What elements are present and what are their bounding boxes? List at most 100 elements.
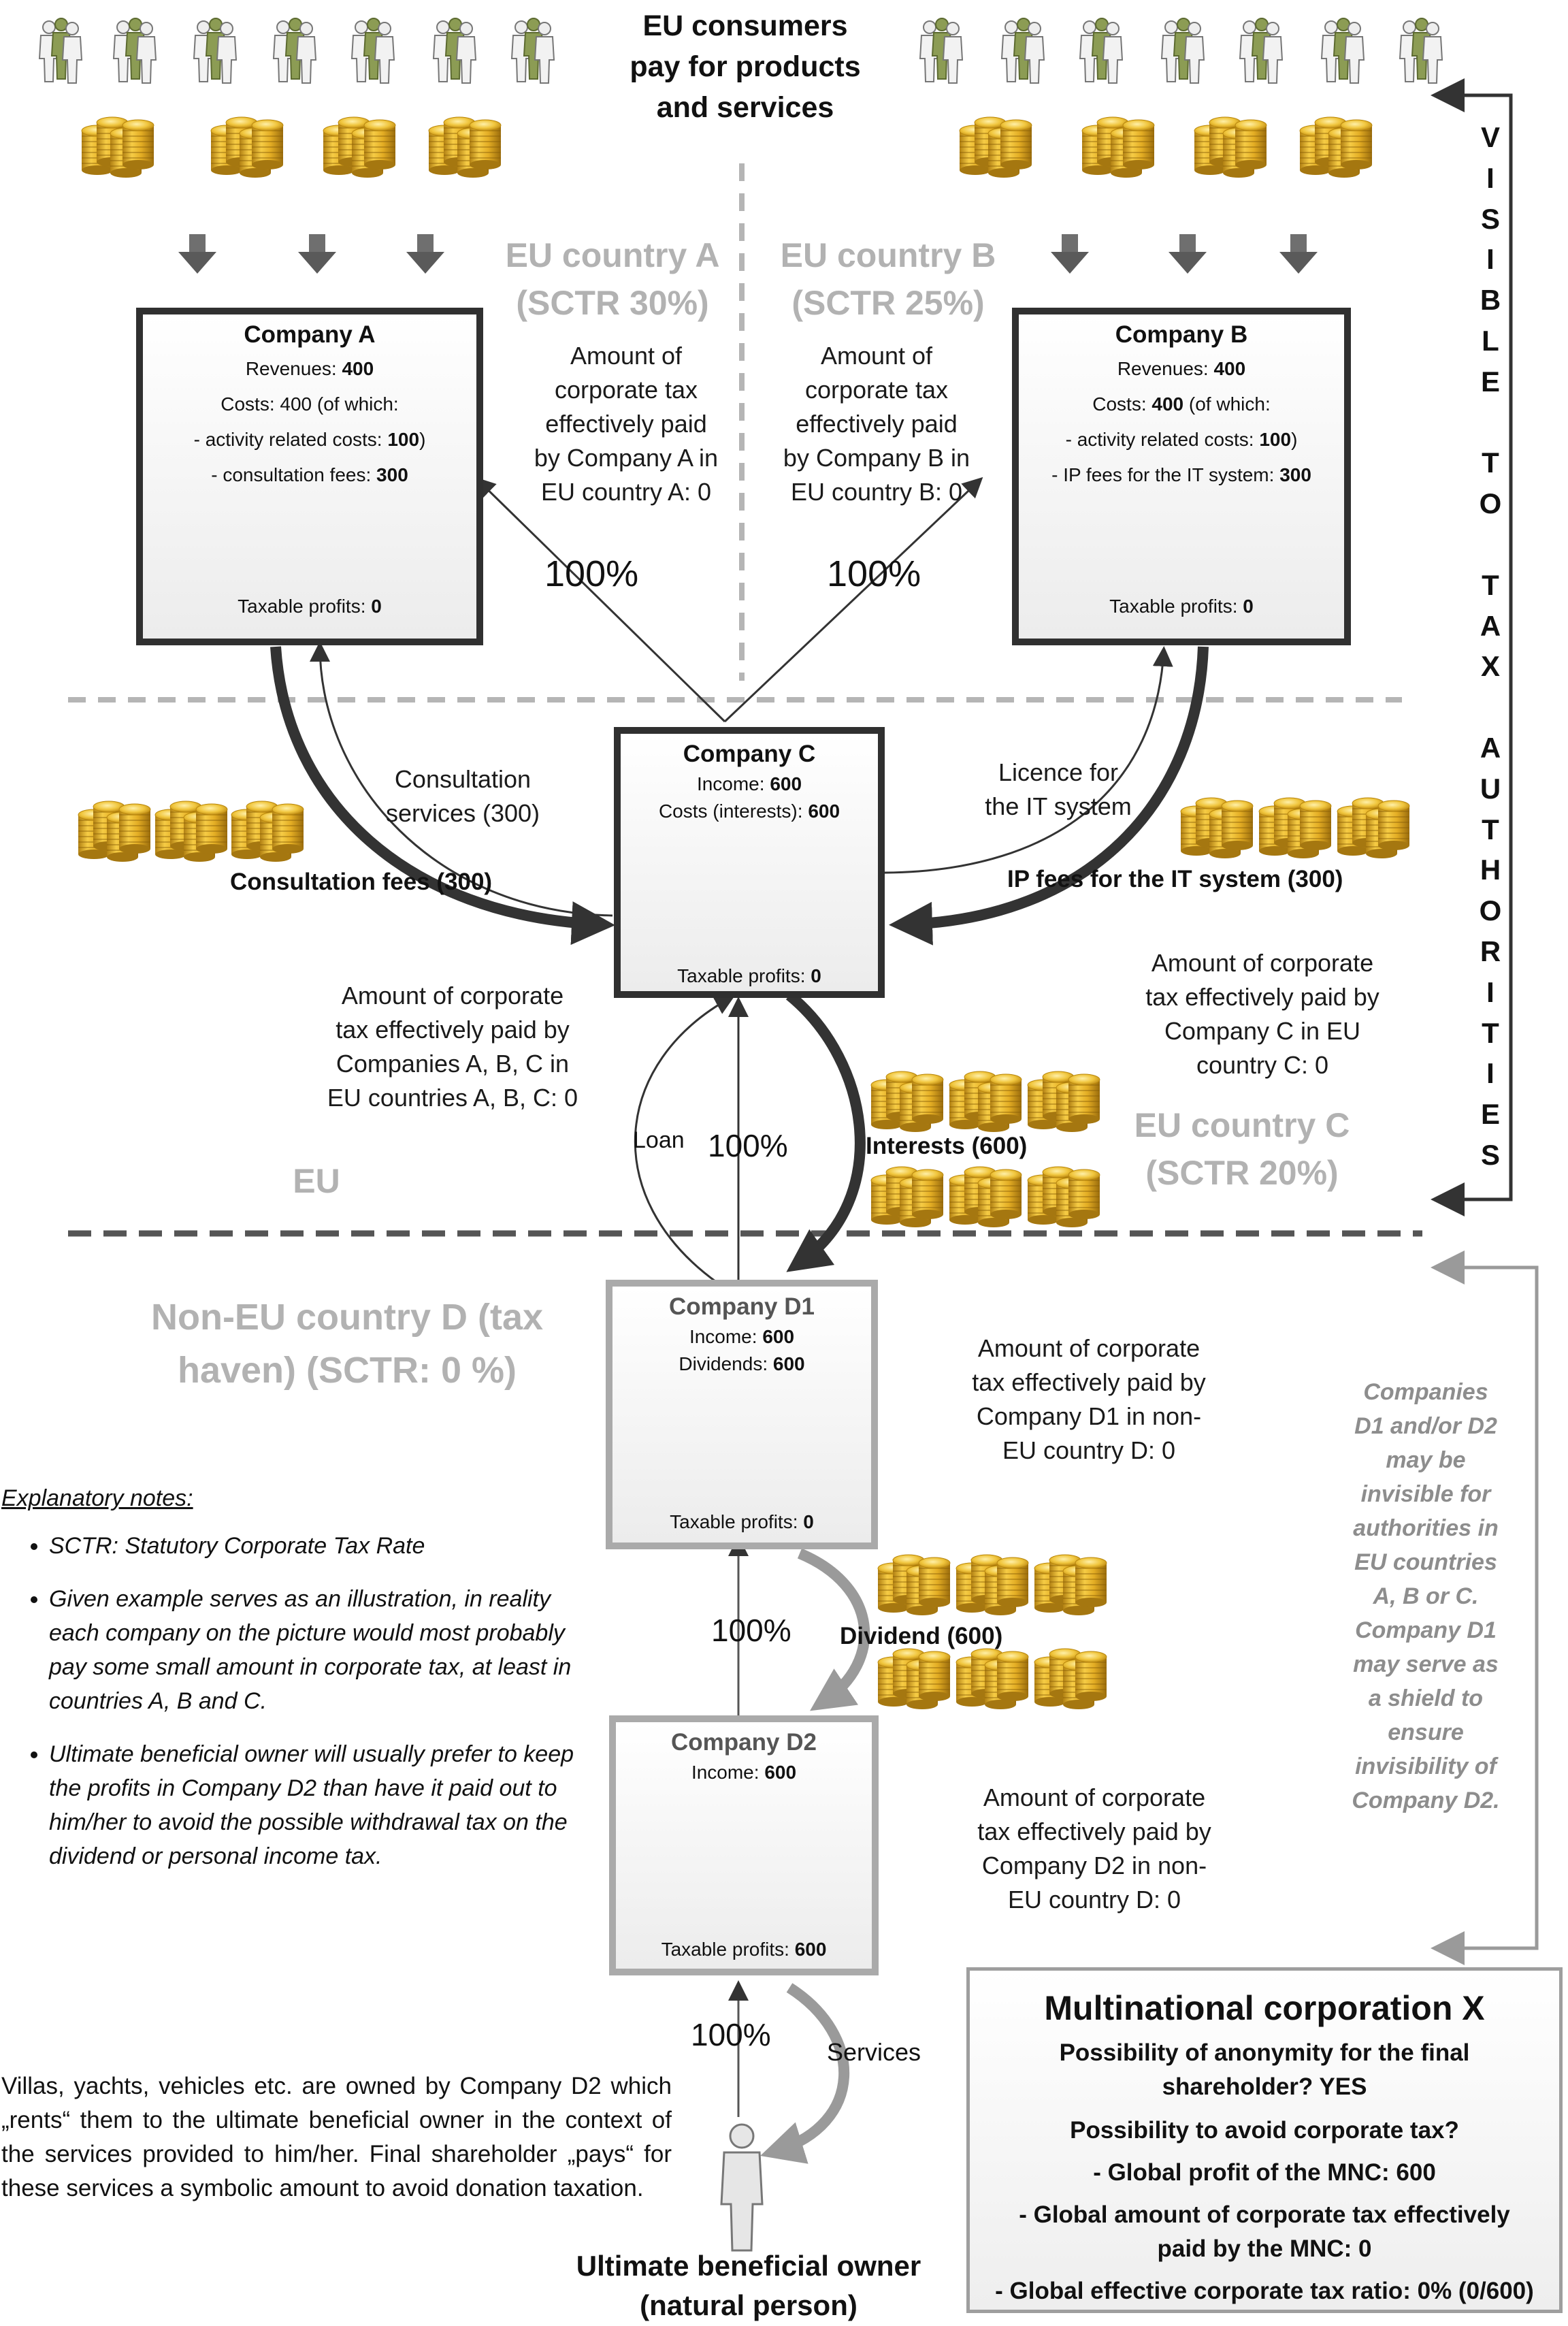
invisible-note-line: Company D1 — [1355, 1617, 1497, 1643]
visible-letter: T — [1482, 447, 1499, 479]
visible-letter: X — [1480, 650, 1500, 683]
coins-ip-fees — [1181, 798, 1409, 858]
country-a-rate: (SCTR 30%) — [516, 284, 709, 322]
consultation-services-label: Consultation services (300) — [368, 762, 558, 830]
invisible-note-line: may be — [1386, 1447, 1466, 1473]
explanatory-heading: Explanatory notes: — [1, 1485, 193, 1511]
visible-letter: L — [1482, 324, 1499, 357]
visible-letter: V — [1480, 121, 1500, 153]
tax-note-a-line: EU country A: 0 — [540, 478, 712, 506]
visible-letter: O — [1479, 487, 1502, 520]
visible-letter: A — [1480, 731, 1501, 764]
tax-note-d2: Amount of corporate tax effectively paid… — [945, 1781, 1244, 1917]
company-d1-income: Income: 600 — [689, 1326, 795, 1347]
country-d-label: Non-EU country D (tax haven) (SCTR: 0 %) — [109, 1291, 585, 1397]
company-d1-box: Company D1 Income: 600 Dividends: 600 Ta… — [606, 1280, 878, 1549]
company-d1-title: Company D1 — [669, 1293, 815, 1320]
company-a-taxable-profits: Taxable profits: 0 — [238, 596, 382, 617]
invisible-note-line: invisibility of — [1355, 1754, 1497, 1779]
tax-note-d1: Amount of corporate tax effectively paid… — [939, 1331, 1239, 1468]
company-a-consultation-fees: - consultation fees: 300 — [211, 464, 408, 485]
tax-note-c: Amount of corporate tax effectively paid… — [1116, 946, 1409, 1082]
invisible-note-line: invisible for — [1360, 1481, 1491, 1507]
tax-note-b: Amount of corporate tax effectively paid… — [761, 339, 992, 509]
country-d-line-2: haven) (SCTR: 0 %) — [177, 1350, 517, 1391]
tax-note-abc: Amount of corporate tax effectively paid… — [306, 979, 599, 1115]
visible-letter: I — [1486, 975, 1494, 1008]
tax-note-d2-line: EU country D: 0 — [1007, 1886, 1181, 1913]
consultation-services-line: services (300) — [385, 799, 540, 827]
tax-note-c-line: country C: 0 — [1196, 1051, 1329, 1079]
tax-note-a-line: corporate tax — [554, 376, 698, 404]
tax-note-d2-line: Amount of corporate — [983, 1783, 1206, 1811]
down-arrows-left — [178, 234, 444, 274]
invisible-note-line: A, B or C. — [1373, 1583, 1479, 1609]
explanatory-item: Ultimate beneficial owner will usually p… — [49, 1737, 587, 1873]
company-b-activity-costs: - activity related costs: 100) — [1065, 429, 1298, 450]
country-b-label: EU country B (SCTR 25%) — [762, 231, 1014, 327]
invisible-companies-note: Companies D1 and/or D2 may be invisible … — [1327, 1375, 1524, 1818]
country-c-label: EU country C (SCTR 20%) — [1116, 1101, 1368, 1197]
visible-letter: A — [1480, 609, 1501, 642]
company-c-box: Company C Income: 600 Costs (interests):… — [614, 727, 885, 998]
pct-label-loan: 100% — [708, 1128, 788, 1163]
tax-note-d1-line: Amount of corporate — [977, 1334, 1200, 1362]
invisible-note-line: a shield to — [1368, 1685, 1484, 1711]
visible-letter: O — [1479, 894, 1502, 927]
company-b-taxable-profits: Taxable profits: 0 — [1109, 596, 1254, 617]
tax-note-c-line: Company C in EU — [1164, 1017, 1361, 1045]
tax-note-abc-line: Amount of corporate — [341, 982, 564, 1009]
tax-note-c-line: Amount of corporate — [1151, 949, 1374, 977]
company-c-income: Income: 600 — [696, 773, 802, 794]
mnc-anonymity-line-1: Possibility of anonymity for the final — [1059, 2039, 1470, 2066]
consumers-line-3: and services — [656, 91, 834, 124]
visible-letter: T — [1482, 568, 1499, 601]
explanatory-notes: Explanatory notes: SCTR: Statutory Corpo… — [1, 1481, 587, 1892]
consumers-left — [39, 18, 554, 83]
country-b-name: EU country B — [780, 236, 996, 274]
invisible-note-line: EU countries — [1354, 1549, 1497, 1575]
coins-consultation-fees — [78, 801, 304, 862]
visible-letter: B — [1480, 284, 1501, 317]
visible-letter: R — [1480, 935, 1501, 967]
mnc-global-profit: - Global profit of the MNC: 600 — [1093, 2159, 1436, 2186]
company-b-costs: Costs: 400 (of which: — [1092, 393, 1271, 415]
company-d1-dividends: Dividends: 600 — [679, 1353, 805, 1374]
mnc-anonymity-line-2: shareholder? YES — [1162, 2073, 1367, 2100]
tax-note-d2-line: tax effectively paid by — [977, 1818, 1211, 1845]
invisible-note-line: may serve as — [1353, 1651, 1499, 1677]
coins-top-left — [82, 117, 501, 178]
company-d2-income: Income: 600 — [691, 1762, 797, 1783]
consultation-fees-label: Consultation fees (300) — [230, 869, 493, 895]
invisible-note-line: Companies — [1363, 1379, 1488, 1405]
visible-letter: I — [1486, 243, 1494, 276]
country-b-rate: (SCTR 25%) — [791, 284, 985, 322]
visible-to-tax-authorities: V I S I B L E T O T A X A U T H O R I T … — [1463, 117, 1518, 1176]
tax-note-abc-line: Companies A, B, C in — [336, 1050, 570, 1078]
visible-letter: E — [1480, 365, 1500, 398]
country-a-name: EU country A — [505, 236, 720, 274]
consumers-heading: EU consumers pay for products and servic… — [599, 5, 892, 128]
tax-note-abc-line: tax effectively paid by — [336, 1016, 570, 1044]
country-c-rate: (SCTR 20%) — [1145, 1154, 1339, 1192]
company-a-costs: Costs: 400 (of which: — [220, 393, 399, 415]
company-c-title: Company C — [683, 741, 816, 767]
interests-label: Interests (600) — [866, 1133, 1028, 1159]
owner-line-1: Ultimate beneficial owner — [576, 2250, 921, 2282]
owner-figure — [720, 2123, 764, 2252]
tax-note-b-line: corporate tax — [804, 376, 949, 404]
consumers-line-2: pay for products — [630, 50, 861, 83]
company-b-title: Company B — [1115, 321, 1248, 348]
company-a-activity-costs: - activity related costs: 100) — [193, 429, 426, 450]
dividend-label: Dividend (600) — [840, 1623, 1003, 1649]
eu-label: EU — [293, 1162, 340, 1200]
visible-letter: I — [1486, 1057, 1494, 1090]
mnc-global-ratio: - Global effective corporate tax ratio: … — [995, 2278, 1534, 2304]
pct-label-services: 100% — [691, 2017, 771, 2052]
tax-note-b-line: EU country B: 0 — [790, 478, 963, 506]
pct-label-b: 100% — [827, 553, 921, 594]
tax-note-d1-line: tax effectively paid by — [972, 1368, 1206, 1396]
ip-fees-label: IP fees for the IT system (300) — [1007, 866, 1343, 892]
company-a-revenues: Revenues: 400 — [245, 358, 374, 379]
